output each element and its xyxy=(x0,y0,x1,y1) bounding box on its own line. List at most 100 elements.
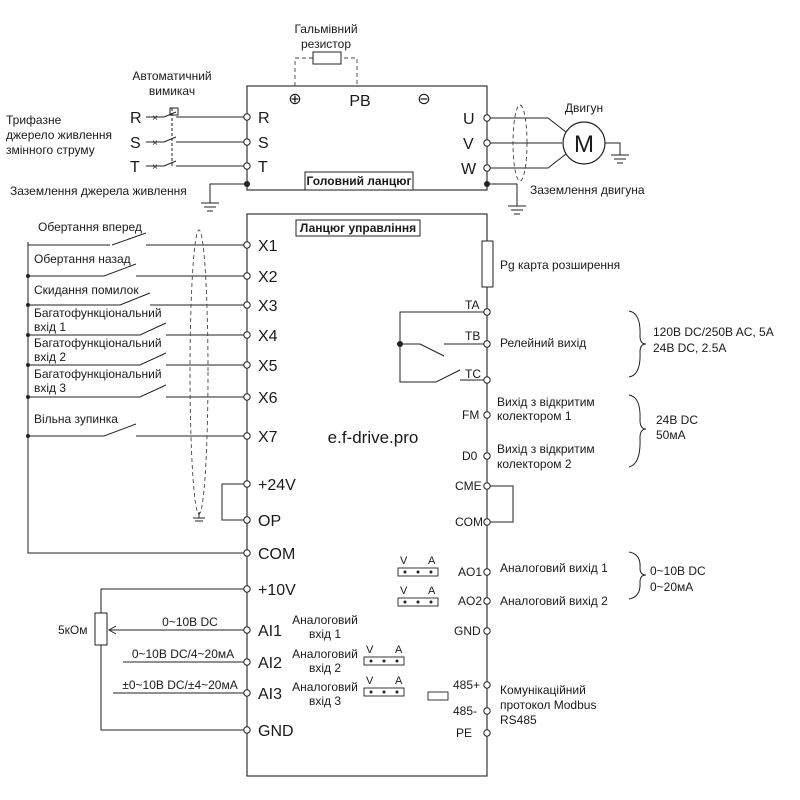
ai3-jumper: V A xyxy=(363,675,405,697)
relay-brace xyxy=(628,310,647,378)
svg-text:A: A xyxy=(395,644,403,656)
main-input-terminals xyxy=(243,113,251,187)
terminal-gnd-left: GND xyxy=(258,723,294,740)
terminal-tc: TC xyxy=(465,367,481,381)
ai3-label-1: Аналоговий xyxy=(292,680,358,694)
oc1-label-1: Вихід з відкритим xyxy=(497,395,595,409)
terminal-10v: +10V xyxy=(258,582,296,599)
brake-resistor-label-2: резистор xyxy=(301,37,351,51)
svg-text:A: A xyxy=(395,675,403,687)
breaker-symbol: × × × xyxy=(146,107,247,173)
ai1-label-1: Аналоговий xyxy=(292,613,358,627)
supply-label-3: змінного струму xyxy=(6,143,95,157)
input-terminal-s: S xyxy=(258,135,269,152)
motor-letter: M xyxy=(574,131,594,158)
svg-text:V: V xyxy=(366,644,374,656)
ao-spec-1: 0~10B DC xyxy=(650,564,706,578)
motor-ground-wire xyxy=(605,142,621,155)
di-label-x6-1: Багатофункціональний xyxy=(34,367,162,381)
ai3-signal: ±0~10B DC/±4~20мA xyxy=(122,678,238,692)
breaker-label-1: Автоматичний xyxy=(132,69,211,83)
oc1-label-2: колектором 1 xyxy=(497,409,572,423)
terminal-x2: X2 xyxy=(258,269,278,286)
comm-label-2: протокол Modbus xyxy=(500,698,596,712)
oc-spec-2: 50мА xyxy=(656,428,686,442)
control-circuit-title: Ланцюг управління xyxy=(300,221,416,235)
relay-label: Релейний вихід xyxy=(500,336,586,350)
svg-text:×: × xyxy=(152,162,158,173)
terminal-ai2: AI2 xyxy=(258,655,282,672)
svg-text:×: × xyxy=(152,113,158,124)
supply-ground-label: Заземлення джерела живлення xyxy=(10,184,187,198)
terminal-com-right: COM xyxy=(455,515,483,529)
oc2-label-1: Вихід з відкритим xyxy=(497,442,595,456)
relay-contacts xyxy=(397,311,484,383)
ao1-label: Аналоговий вихід 1 xyxy=(500,561,608,575)
terminal-ai1: AI1 xyxy=(258,623,282,640)
input-terminal-t: T xyxy=(258,159,268,176)
ai1-label-2: вхід 1 xyxy=(309,627,341,641)
op-24v-jumper xyxy=(221,483,244,521)
terminal-x1: X1 xyxy=(258,238,278,255)
terminal-ta: TA xyxy=(465,298,479,312)
relay-spec-2: 24B DC, 2.5A xyxy=(653,341,726,355)
brake-plus-terminal: ⊕ xyxy=(288,91,301,108)
terminal-pe: PE xyxy=(456,726,472,740)
di-label-x2: Обертання назад xyxy=(34,252,131,266)
di-label-x3: Скидання помилок xyxy=(34,283,139,297)
ai2-label-2: вхід 2 xyxy=(309,661,341,675)
di-label-x7: Вільна зупинка xyxy=(34,412,118,426)
main-circuit-title: Головний ланцюг xyxy=(307,174,412,188)
di-label-x6-2: вхід 3 xyxy=(34,381,66,395)
terminal-op: OP xyxy=(258,513,281,530)
cme-com-jumper xyxy=(490,485,514,523)
output-terminal-v: V xyxy=(463,136,474,153)
terminal-d0: D0 xyxy=(462,449,478,463)
terminal-cme: CME xyxy=(455,479,482,493)
svg-text:V: V xyxy=(400,585,408,597)
ai3-label-2: вхід 3 xyxy=(309,694,341,708)
svg-text:A: A xyxy=(428,585,436,597)
supply-ground-wire xyxy=(209,183,247,203)
terminal-24v: +24V xyxy=(258,477,296,494)
oc2-label-2: колектором 2 xyxy=(497,457,572,471)
website-label: e.f-drive.pro xyxy=(328,428,419,447)
brake-resistor-symbol xyxy=(312,51,342,65)
di-label-x5-2: вхід 2 xyxy=(34,350,66,364)
oc-spec-1: 24B DC xyxy=(656,413,698,427)
di-label-x5-1: Багатофункціональний xyxy=(34,336,162,350)
supply-phase-t: T xyxy=(130,159,140,176)
output-terminal-w: W xyxy=(461,161,477,178)
ai2-signal: 0~10B DC/4~20мA xyxy=(132,647,234,661)
motor-ground-label: Заземлення двигуна xyxy=(530,183,645,197)
breaker-label-2: вимикач xyxy=(149,84,195,98)
comm-label-3: RS485 xyxy=(500,713,537,727)
expansion-card-label: Pg карта розширення xyxy=(500,258,620,272)
brake-pb-terminal: PB xyxy=(349,93,370,110)
main-output-terminals xyxy=(483,114,491,187)
drive-ground-wire xyxy=(487,183,518,206)
terminal-fm: FM xyxy=(462,408,479,422)
motor-ground-icon xyxy=(611,154,629,164)
control-circuit-box xyxy=(246,213,488,777)
di-label-x4-2: вхід 1 xyxy=(34,320,66,334)
ai2-label-1: Аналоговий xyxy=(292,647,358,661)
ao2-jumper: V A xyxy=(397,585,439,607)
terminal-x7: X7 xyxy=(258,429,278,446)
di-label-x4-1: Багатофункціональний xyxy=(34,306,162,320)
motor-label: Двигун xyxy=(565,101,603,115)
svg-text:V: V xyxy=(400,555,408,567)
supply-phase-r: R xyxy=(130,110,142,127)
digital-input-wiring xyxy=(26,229,244,554)
supply-label-1: Трифазне xyxy=(6,113,62,127)
output-terminal-u: U xyxy=(463,111,475,128)
brake-minus-terminal: ⊖ xyxy=(417,91,430,108)
svg-text:×: × xyxy=(152,138,158,149)
svg-text:V: V xyxy=(366,675,374,687)
ao1-jumper: V A xyxy=(397,555,439,577)
terminal-tb: TB xyxy=(465,329,480,343)
expansion-card-slot xyxy=(481,240,494,288)
ao-spec-2: 0~20мА xyxy=(650,580,693,594)
terminal-ao2: AO2 xyxy=(458,594,482,608)
terminal-ao1: AO1 xyxy=(458,565,482,579)
